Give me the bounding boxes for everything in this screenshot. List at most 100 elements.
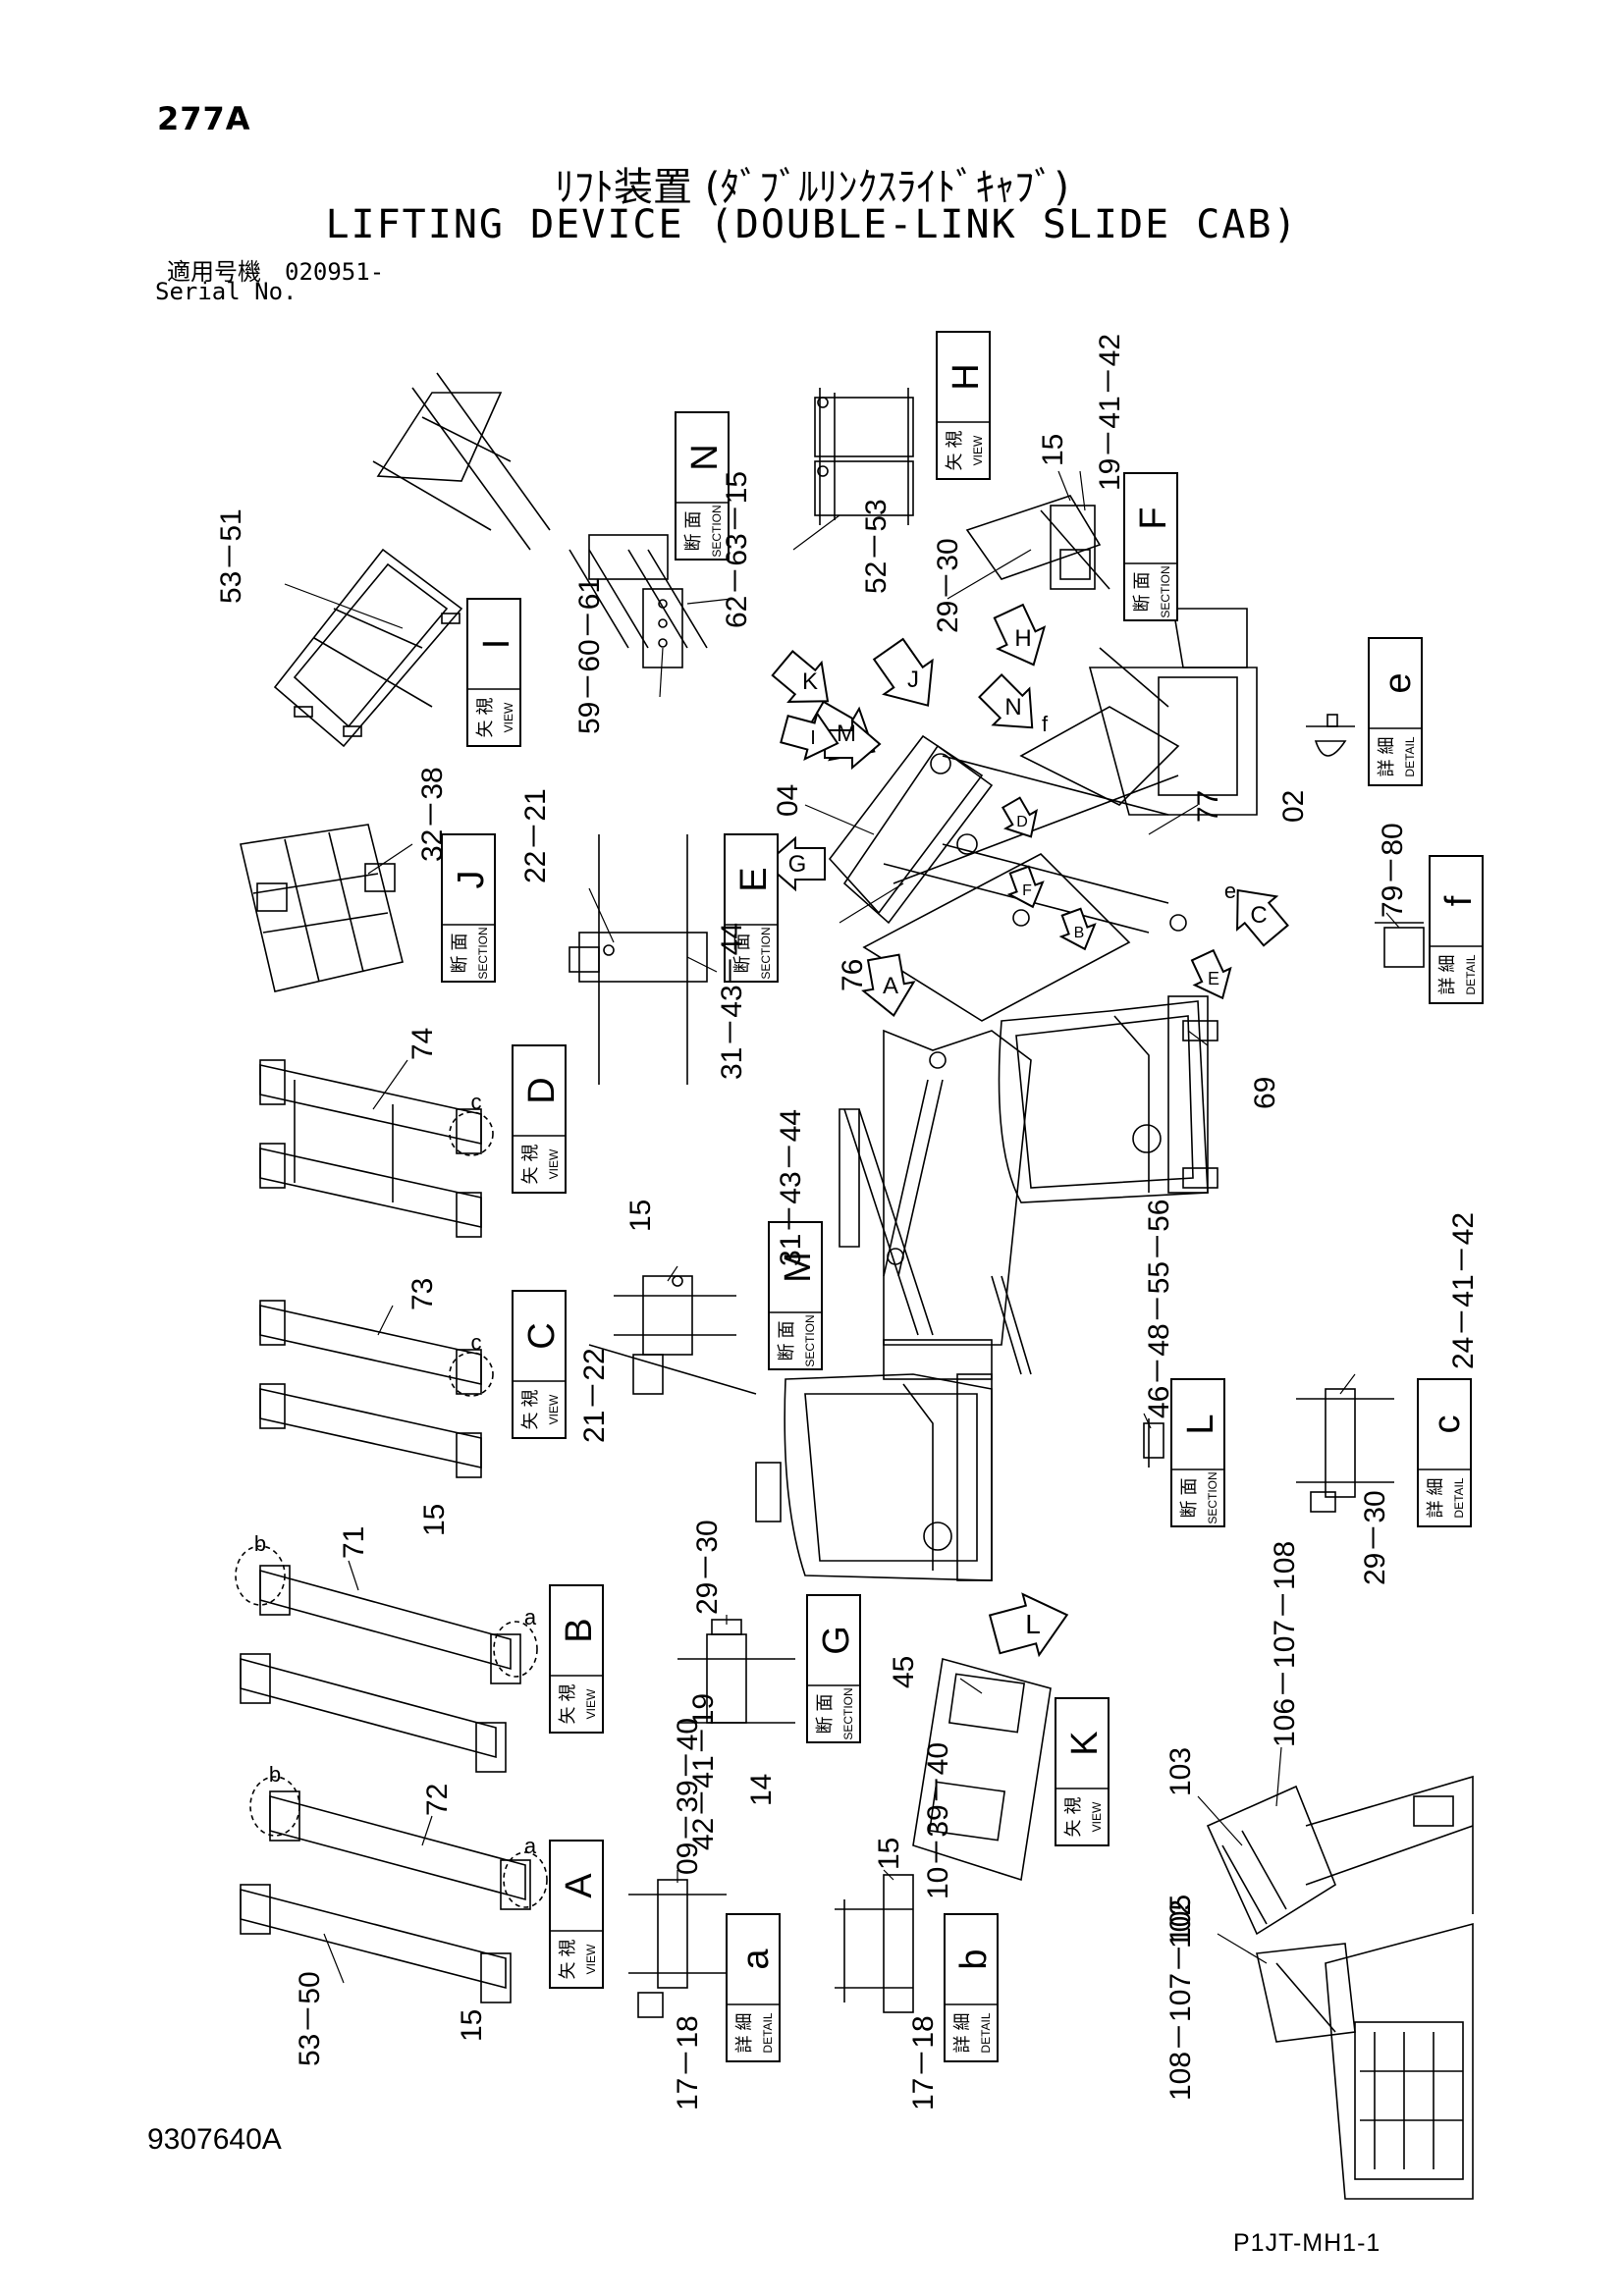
svg-text:SECTION: SECTION (1159, 565, 1172, 617)
callout-74: 74 (406, 1028, 439, 1060)
callout-32-38: 32－38 (416, 767, 449, 862)
callout-76: 76 (837, 959, 869, 991)
label-box-section-n: 断 面 SECTION N (675, 411, 730, 561)
svg-text:A: A (559, 1873, 600, 1898)
callout-17-18-a: 17－18 (672, 2015, 704, 2110)
svg-text:詳 細: 詳 細 (1377, 736, 1396, 776)
callout-53-50: 53－50 (294, 1971, 326, 2066)
label-box-section-m: 断 面 SECTION M (768, 1221, 823, 1370)
label-box-section-e: 断 面 SECTION E (724, 833, 779, 983)
arrow-letters: J M I K N H G C A F B E D L (788, 625, 1268, 1639)
svg-text:断 面: 断 面 (815, 1693, 835, 1734)
detail-f-drawing (1375, 922, 1425, 968)
marker-a-b: a (524, 1605, 537, 1629)
svg-text:SECTION: SECTION (803, 1314, 817, 1366)
title-english: LIFTING DEVICE (DOUBLE-LINK SLIDE CAB) (325, 202, 1299, 247)
callout-108-107-105: 108－107－105 (1164, 1895, 1197, 2101)
section-l-drawing (1143, 1418, 1164, 1468)
detail-e-drawing (1306, 714, 1355, 757)
svg-text:K: K (1064, 1731, 1106, 1755)
callout-53-51: 53－51 (215, 508, 247, 604)
arrow-label-d: D (1016, 814, 1028, 830)
label-box-detail-f: 詳 細 DETAIL f (1429, 855, 1484, 1004)
callout-69: 69 (1249, 1077, 1281, 1109)
label-box-section-l: 断 面 SECTION L (1170, 1378, 1225, 1527)
callout-04: 04 (772, 784, 804, 817)
svg-text:矢 視: 矢 視 (558, 1683, 577, 1724)
svg-text:SECTION: SECTION (476, 927, 490, 979)
callout-29-30-g: 29－30 (691, 1520, 724, 1615)
marker-c-d: c (471, 1090, 482, 1114)
label-box-section-f: 断 面 SECTION F (1123, 472, 1178, 621)
detail-b-circle-a (249, 1776, 300, 1837)
svg-text:VIEW: VIEW (584, 1944, 598, 1974)
callout-73: 73 (406, 1278, 439, 1310)
arrow-label-e: E (1208, 969, 1219, 988)
label-box-view-i: 矢 視 VIEW I (466, 598, 521, 747)
svg-text:矢 視: 矢 視 (1063, 1796, 1083, 1837)
svg-text:C: C (521, 1322, 563, 1349)
arrow-label-h: H (1014, 625, 1031, 652)
arrow-label-l: L (1025, 1609, 1041, 1639)
page-code: P1JT-MH1-1 (1233, 2229, 1381, 2257)
svg-text:断 面: 断 面 (683, 510, 703, 551)
marker-c-c: c (471, 1330, 482, 1355)
marker-a-a: a (524, 1834, 537, 1858)
label-box-section-j: 断 面 SECTION J (441, 833, 496, 983)
view-c-drawing (259, 1300, 482, 1478)
svg-text:H: H (946, 363, 987, 390)
arrow-label-n: N (1004, 694, 1021, 721)
label-box-view-d: 矢 視 VIEW D (512, 1044, 567, 1194)
svg-text:E: E (733, 867, 775, 891)
label-boxes: 矢 視 VIEW I 断 面 SECTION N 矢 視 VIEW H 断 面 … (441, 331, 1484, 2062)
svg-text:VIEW: VIEW (502, 702, 515, 732)
leader-lines (284, 470, 1400, 1984)
callout-59-60-61: 59－60－61 (573, 577, 606, 734)
callout-10-39-40: 10－39－40 (922, 1742, 954, 1899)
svg-text:a: a (735, 1949, 777, 1970)
callout-42-41-19: 42－41－19 (687, 1693, 720, 1850)
section-f-drawing (965, 495, 1110, 590)
svg-text:矢 視: 矢 視 (520, 1389, 540, 1429)
marker-b-a: b (269, 1762, 281, 1787)
svg-text:断 面: 断 面 (1132, 571, 1152, 612)
svg-text:b: b (953, 1949, 995, 1969)
callout-46-48-55-56: 46－48－55－56 (1143, 1200, 1175, 1418)
callout-15-top: 15 (1037, 434, 1069, 466)
marker-e: e (1224, 879, 1236, 903)
arrow-label-g: G (788, 851, 807, 878)
callout-102: 102 (1164, 1899, 1197, 1949)
svg-text:SECTION: SECTION (841, 1687, 855, 1739)
callout-15-a: 15 (456, 2009, 488, 2042)
marker-b-b: b (254, 1531, 266, 1556)
svg-text:SECTION: SECTION (759, 927, 773, 979)
line-art (235, 372, 1474, 2200)
callout-29-30-top: 29－30 (932, 538, 964, 633)
callout-15-b: 15 (873, 1838, 905, 1870)
svg-text:f: f (1438, 895, 1480, 906)
svg-text:L: L (1180, 1414, 1221, 1434)
callout-106-107-108: 106－107－108 (1269, 1541, 1301, 1747)
detail-a-circle-b (493, 1621, 538, 1678)
svg-text:詳 細: 詳 細 (1426, 1477, 1445, 1518)
label-box-detail-e: 詳 細 DETAIL e (1368, 637, 1423, 786)
detail-a-drawing (628, 1879, 727, 2018)
label-box-detail-b: 詳 細 DETAIL b (944, 1913, 999, 2062)
section-g-drawing (677, 1619, 795, 1724)
callout-19-41-42: 19－41－42 (1094, 334, 1126, 491)
callout-79-80: 79－80 (1377, 823, 1409, 918)
direction-arrows (764, 603, 1289, 1658)
callout-24-41-42: 24－41－42 (1447, 1212, 1480, 1369)
svg-text:矢 視: 矢 視 (945, 430, 964, 470)
svg-text:DETAIL: DETAIL (761, 2012, 775, 2053)
callout-21-22-m: 21－22 (578, 1348, 611, 1443)
svg-text:DETAIL: DETAIL (1403, 736, 1417, 776)
callout-17-18-b: 17－18 (907, 2015, 940, 2110)
callout-02: 02 (1277, 790, 1310, 823)
svg-text:詳 細: 詳 細 (952, 2012, 972, 2053)
callout-103: 103 (1164, 1747, 1197, 1796)
callout-71: 71 (338, 1526, 370, 1559)
arrow-label-i: I (810, 727, 816, 749)
serial-label-english: Serial No. (155, 278, 298, 305)
